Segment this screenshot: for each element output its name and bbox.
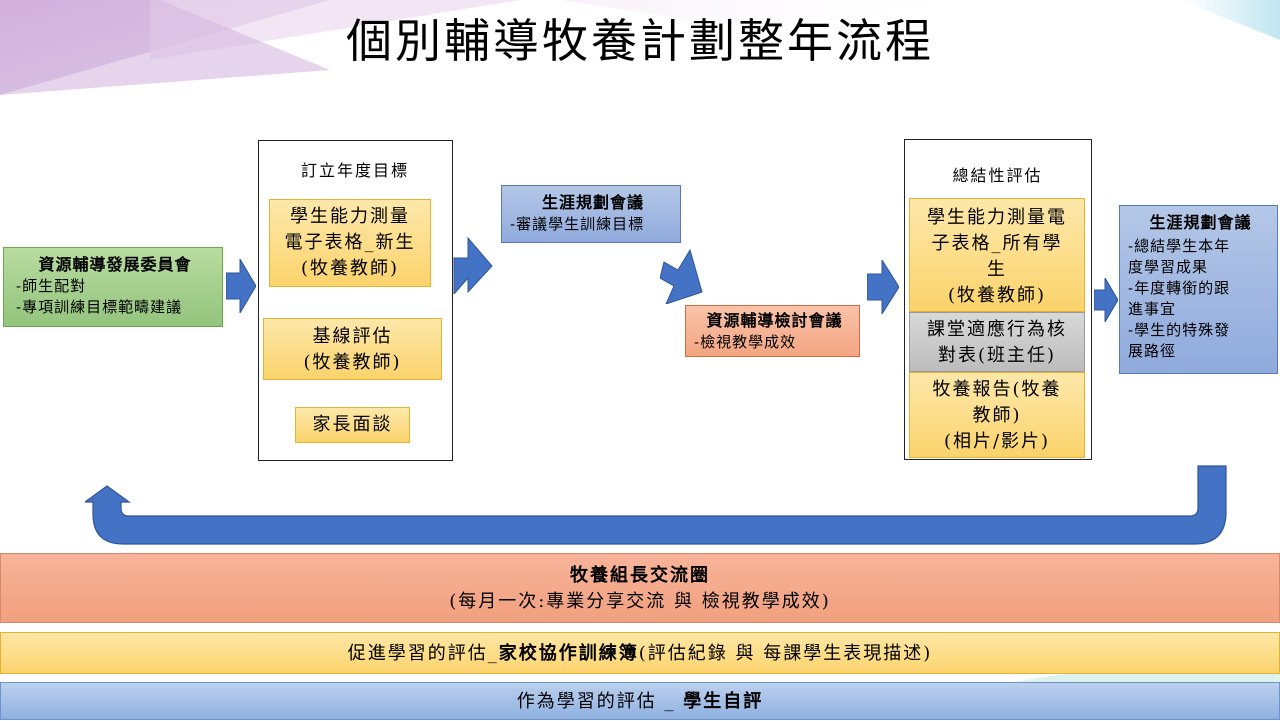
return-cycle-arrow-icon xyxy=(85,465,1227,545)
summative-item-line: 教師) xyxy=(972,405,1022,426)
assessment-for-learning-band: 促進學習的評估_家校協作訓練簿(評估紀錄 與 每課學生表現描述) xyxy=(0,632,1280,674)
goal-item-line: 學生能力測量 xyxy=(290,206,410,227)
career-meeting-heading: 生涯規劃會議 xyxy=(1149,213,1252,232)
aal-prefix: 作為學習的評估 _ xyxy=(516,691,684,712)
career-meeting-box-2: 生涯規劃會議 -總結學生本年 度學習成果 -年度轉銜的跟 進事宜 -學生的特殊發… xyxy=(1119,205,1278,374)
career-meeting-line: 進事宜 xyxy=(1128,300,1177,318)
goal-item-baseline: 基線評估 (牧養教師) xyxy=(263,318,442,380)
review-meeting-box: 資源輔導檢討會議 -檢視教學成效 xyxy=(685,305,860,357)
committee-line: -專項訓練目標範疇建議 xyxy=(16,298,183,316)
summative-title: 總結性評估 xyxy=(952,166,1043,185)
review-meeting-line: -檢視教學成效 xyxy=(694,333,797,351)
summative-item-ability-test: 學生能力測量電 子表格_所有學 生 (牧養教師) xyxy=(909,198,1085,312)
summative-item-report: 牧養報告(牧養 教師) (相片/影片) xyxy=(909,372,1085,458)
career-meeting-heading: 生涯規劃會議 xyxy=(541,193,644,212)
committee-box: 資源輔導發展委員會 -師生配對 -專項訓練目標範疇建議 xyxy=(3,247,223,327)
summative-item-line: 牧養報告(牧養 xyxy=(932,379,1062,400)
career-meeting-line: -審議學生訓練目標 xyxy=(510,215,645,233)
right-arrow-icon xyxy=(226,259,256,313)
goal-item-line: (牧養教師) xyxy=(303,352,402,373)
afl-suffix: (評估紀錄 與 每課學生表現描述) xyxy=(638,643,933,664)
career-meeting-box-1: 生涯規劃會議 -審議學生訓練目標 xyxy=(501,185,681,243)
right-arrow-icon xyxy=(1094,278,1118,322)
assessment-as-learning-band: 作為學習的評估 _ 學生自評 xyxy=(0,682,1280,720)
career-meeting-line: 展路徑 xyxy=(1128,342,1177,360)
review-meeting-heading: 資源輔導檢討會議 xyxy=(706,311,843,330)
annual-goals-panel: 訂立年度目標 學生能力測量 電子表格_新生 (牧養教師) 基線評估 (牧養教師)… xyxy=(258,140,453,461)
goal-item-line: (牧養教師) xyxy=(300,258,400,279)
pastoral-circle-band: 牧養組長交流圈 (每月一次:專業分享交流 與 檢視教學成效) xyxy=(0,553,1280,623)
career-meeting-line: -年度轉銜的跟 xyxy=(1128,279,1231,297)
goal-item-ability-test: 學生能力測量 電子表格_新生 (牧養教師) xyxy=(269,199,431,287)
career-meeting-line: 度學習成果 xyxy=(1128,258,1209,276)
up-right-arrow-icon xyxy=(453,236,493,294)
summative-item-line: (相片/影片) xyxy=(943,431,1051,452)
annual-goals-title: 訂立年度目標 xyxy=(300,161,409,180)
summative-item-line: 對表(班主任) xyxy=(937,345,1057,366)
summative-item-line: 生 xyxy=(987,259,1007,280)
right-arrow-icon xyxy=(867,260,899,314)
pastoral-circle-subtitle: (每月一次:專業分享交流 與 檢視教學成效) xyxy=(449,591,831,612)
goal-item-line: 電子表格_新生 xyxy=(284,232,416,253)
aal-bold: 學生自評 xyxy=(683,691,764,712)
goal-item-parent-interview: 家長面談 xyxy=(295,407,410,443)
page-title: 個別輔導牧養計劃整年流程 xyxy=(346,14,934,68)
down-right-arrow-icon xyxy=(660,248,703,304)
career-meeting-line: -總結學生本年 xyxy=(1128,237,1231,255)
summative-item-line: 子表格_所有學 xyxy=(931,233,1063,254)
summative-item-line: 學生能力測量電 xyxy=(927,207,1067,228)
summative-item-line: (牧養教師) xyxy=(947,285,1047,306)
summative-item-line: 課堂適應行為核 xyxy=(927,319,1067,340)
goal-item-line: 基線評估 xyxy=(312,326,393,347)
afl-prefix: 促進學習的評估_ xyxy=(347,643,499,664)
career-meeting-line: -學生的特殊發 xyxy=(1128,321,1231,339)
committee-line: -師生配對 xyxy=(16,277,87,295)
summative-item-behaviour-checklist: 課堂適應行為核 對表(班主任) xyxy=(909,312,1085,372)
committee-heading: 資源輔導發展委員會 xyxy=(38,255,192,274)
summative-panel: 總結性評估 學生能力測量電 子表格_所有學 生 (牧養教師) 課堂適應行為核 對… xyxy=(904,139,1092,460)
goal-item-line: 家長面談 xyxy=(312,414,393,435)
pastoral-circle-title: 牧養組長交流圈 xyxy=(570,565,710,586)
afl-bold: 家校協作訓練簿 xyxy=(498,643,639,664)
